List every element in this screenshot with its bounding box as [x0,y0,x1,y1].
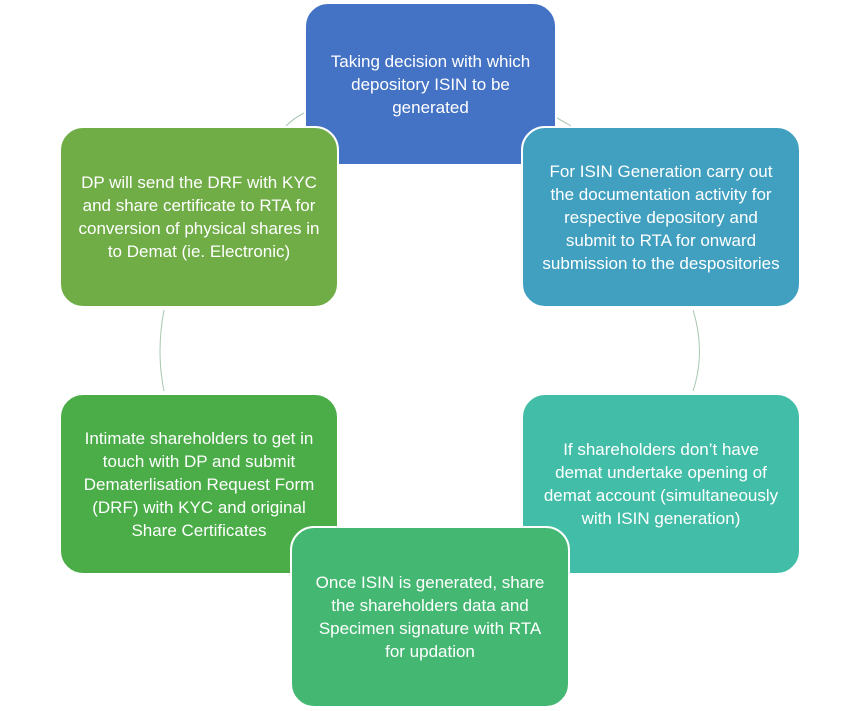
connector-arc-1-2 [556,117,572,127]
step-node-5: Intimate shareholders to get in touch wi… [59,393,339,575]
step-text-6: DP will send the DRF with KYC and share … [78,173,320,261]
step-node-2: For ISIN Generation carry out the docume… [521,126,801,308]
step-text-2: For ISIN Generation carry out the docume… [542,161,780,273]
step-node-3: If shareholders don’t have demat underta… [521,393,801,575]
step-node-6: DP will send the DRF with KYC and share … [59,126,339,308]
step-text-1: Taking decision with which depository IS… [330,51,531,117]
step-text-4: Once ISIN is generated, share the shareh… [315,573,545,661]
connector-arc-2-3 [692,309,700,392]
step-text-5: Intimate shareholders to get in touch wi… [83,428,315,540]
step-node-4: Once ISIN is generated, share the shareh… [290,526,570,708]
step-text-3: If shareholders don’t have demat underta… [543,440,779,528]
step-node-1: Taking decision with which depository IS… [304,2,557,166]
connector-arc-5-6 [159,309,165,392]
connector-arc-6-1 [285,112,305,127]
